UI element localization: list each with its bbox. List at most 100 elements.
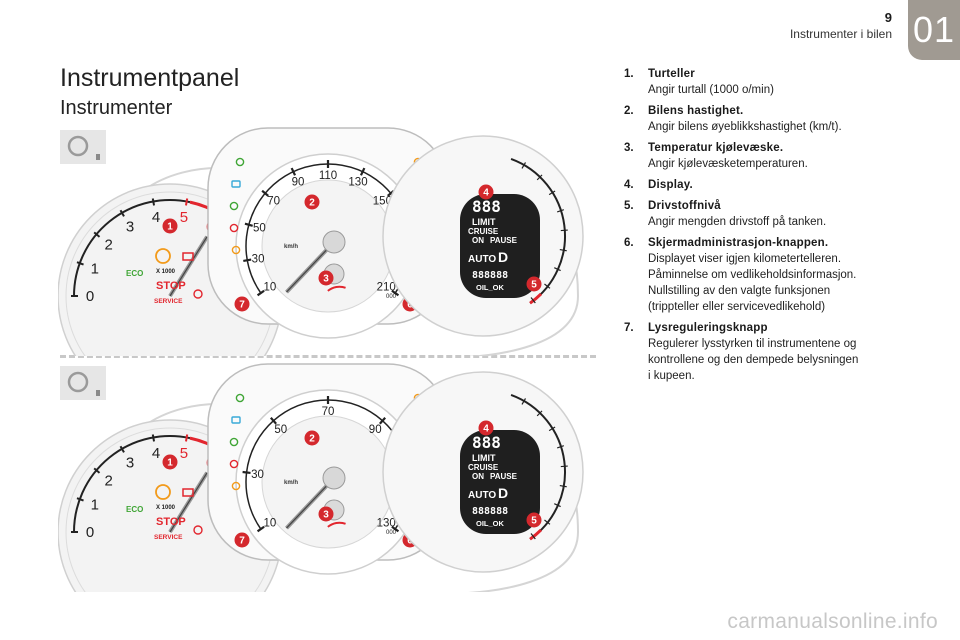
fuel-gauge-tick bbox=[521, 398, 527, 405]
tachometer-tick-label: 3 bbox=[126, 455, 134, 472]
speedometer-hub bbox=[322, 230, 346, 254]
display-auto: AUTO bbox=[468, 490, 496, 501]
legend-name: Lysreguleringsknapp bbox=[648, 322, 768, 334]
tachometer-arc bbox=[73, 199, 191, 297]
speedometer-tick-label: 70 bbox=[267, 195, 280, 207]
legend-description: Angir bilens øyeblikkshastighet (km/t). bbox=[648, 121, 842, 133]
battery-icon bbox=[182, 488, 194, 497]
legend-description: Angir kjølevæsketemperaturen. bbox=[648, 158, 808, 170]
callout-number: 7 bbox=[239, 300, 245, 311]
fuel-reserve-arc bbox=[529, 292, 543, 305]
warning-lamp-icon bbox=[231, 416, 241, 424]
speedometer-tick bbox=[243, 258, 252, 263]
tachometer-tick-label: 4 bbox=[152, 209, 160, 226]
display-cruise: CRUISE bbox=[468, 227, 499, 236]
fuel-gauge-tick bbox=[559, 248, 567, 252]
legend-name: Skjermadministrasjon-knappen. bbox=[648, 237, 829, 249]
legend-name: Bilens hastighet. bbox=[648, 105, 744, 117]
speedometer-tick-label: 130 bbox=[377, 518, 396, 530]
legend-number: 2. bbox=[624, 105, 634, 117]
tachometer-tick bbox=[93, 231, 101, 238]
speedometer-tick bbox=[242, 470, 251, 475]
speedometer-tick bbox=[379, 417, 386, 425]
multifunction-display bbox=[460, 430, 540, 534]
legend-name: Display. bbox=[648, 179, 693, 191]
tachometer-tick-label: 5 bbox=[180, 445, 188, 462]
seatbelt-icon bbox=[193, 525, 203, 535]
thermometer-icon bbox=[96, 154, 100, 160]
fuel-gauge-tick bbox=[554, 503, 561, 508]
legend-description: Påminnelse om vedlikeholdsinformasjon. bbox=[648, 269, 857, 281]
legend-item: 2. Bilens hastighet. Angir bilens øyeblikk… bbox=[624, 103, 924, 135]
speedometer-tick-label: 210 bbox=[377, 282, 396, 294]
stop-label: STOP bbox=[156, 516, 186, 528]
eco-label: ECO bbox=[126, 269, 143, 278]
speedometer-tick-label: 110 bbox=[319, 170, 337, 182]
speedometer-tick-label: 10 bbox=[263, 518, 276, 530]
warning-lamp-icon bbox=[235, 157, 245, 167]
legend-number: 6. bbox=[624, 237, 634, 249]
watermark: carmanualsonline.info bbox=[727, 610, 938, 633]
tachometer-tick bbox=[151, 198, 156, 206]
speedometer-tick-label: 50 bbox=[274, 424, 287, 436]
display-odometer: 888888 bbox=[472, 506, 508, 517]
warning-lamp-icon bbox=[235, 393, 245, 403]
speedometer-tick bbox=[256, 289, 265, 297]
callout-badge bbox=[526, 512, 542, 528]
callout-badge bbox=[162, 218, 178, 234]
fuel-gauge-tick bbox=[544, 283, 551, 289]
chapter-tab: 01 bbox=[908, 0, 960, 60]
engine-warning-icon bbox=[155, 484, 171, 500]
legend-description: Regulerer lysstyrken til instrumentene o… bbox=[648, 338, 857, 350]
fuel-gauge-tick bbox=[548, 426, 556, 432]
callout-badge bbox=[304, 430, 320, 446]
tachometer-tick bbox=[93, 467, 101, 474]
callout-number: 2 bbox=[309, 198, 315, 209]
legend-item: 6.Skjermadministrasjon-knappen.Displayet… bbox=[624, 235, 924, 315]
tachometer-tick-label: 1 bbox=[91, 261, 99, 278]
display-top-digits: 888 bbox=[472, 433, 501, 452]
tachometer-tick-label: 5 bbox=[180, 209, 188, 226]
warning-lamp-icon bbox=[231, 245, 241, 255]
callout-number: 1 bbox=[167, 222, 173, 233]
tachometer-tick-label: 3 bbox=[126, 219, 134, 236]
speedometer-unit: km/h bbox=[284, 244, 298, 250]
fuel-gauge-tick bbox=[530, 533, 536, 540]
fuel-gauge-tick bbox=[530, 297, 536, 304]
thermometer-icon bbox=[96, 390, 100, 396]
speedometer-tick-label: 70 bbox=[322, 406, 335, 418]
warning-lamp-icon bbox=[229, 459, 239, 469]
stop-label: STOP bbox=[156, 280, 186, 292]
legend-name: Temperatur kjølevæske. bbox=[648, 142, 784, 154]
temperature-gauge-arc bbox=[327, 521, 346, 528]
eco-label: ECO bbox=[126, 505, 143, 514]
page-number: 9 bbox=[884, 10, 892, 25]
speedometer-tick bbox=[270, 417, 277, 425]
page-title: Instrumentpanel bbox=[60, 64, 240, 92]
tachometer-tick bbox=[184, 434, 189, 442]
legend-number: 3. bbox=[624, 142, 634, 154]
display-top-digits: 888 bbox=[472, 197, 501, 216]
tachometer-tick bbox=[119, 209, 125, 217]
display-limit: LIMIT bbox=[472, 217, 496, 227]
callout-badge bbox=[318, 506, 334, 522]
legend-description: (trippteller eller servicevedlikehold) bbox=[648, 301, 826, 313]
display-gear: D bbox=[498, 485, 508, 501]
speedometer-tick-label: 30 bbox=[251, 469, 264, 481]
fuel-gauge-tick bbox=[544, 519, 551, 525]
legend-description: Nullstilling av den valgte funksjonen bbox=[648, 285, 831, 297]
tachometer-needle-core bbox=[169, 472, 208, 533]
callout-number: 5 bbox=[531, 280, 537, 291]
fuel-reserve-arc bbox=[529, 528, 543, 541]
speedometer-tick-label: 50 bbox=[253, 223, 266, 235]
tachometer-tick-label: 1 bbox=[91, 497, 99, 514]
fuel-gauge-tick bbox=[536, 410, 543, 417]
legend-name: Turteller bbox=[648, 68, 695, 80]
display-button-label: 000 bbox=[386, 294, 397, 300]
fuel-gauge-tick bbox=[556, 209, 565, 213]
callout-badge bbox=[234, 532, 250, 548]
speedometer-tick-label: 90 bbox=[292, 177, 305, 189]
